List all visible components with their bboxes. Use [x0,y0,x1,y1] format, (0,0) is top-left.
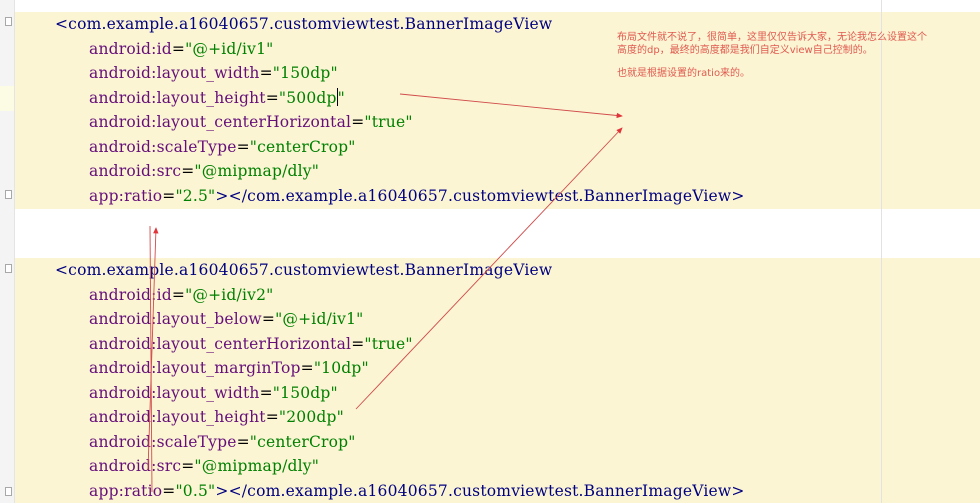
attribute-name: android:id [89,285,172,304]
equals-sign: = [162,481,176,500]
attribute-value: "10dp" [313,359,369,378]
text-caret [336,87,338,106]
equals-sign: = [259,383,273,402]
attribute-value: "centerCrop" [249,137,356,156]
attribute-value: "@+id/iv1" [275,310,364,329]
right-margin-guide [881,0,882,503]
attribute-name: android:layout_width [89,383,260,402]
attribute-name: android:layout_height [89,88,266,107]
equals-sign: = [236,432,250,451]
attribute-value: "true" [364,334,413,353]
attribute-name: android:layout_centerHorizontal [89,334,352,353]
equals-sign: = [181,162,195,181]
equals-sign: = [351,334,365,353]
attribute-value: "0.5" [175,481,216,500]
equals-sign: = [181,457,195,476]
fold-toggle-icon[interactable] [5,17,12,26]
equals-sign: = [351,113,365,132]
xml-attribute-line[interactable]: android:layout_height="200dp" [89,405,344,430]
xml-open-tag[interactable]: <com.example.a16040657.customviewtest.Ba… [55,261,553,279]
fold-toggle-icon[interactable] [5,190,12,199]
attribute-name: android:layout_height [89,408,266,427]
attribute-value: "centerCrop" [249,432,356,451]
gutter-separator [14,0,15,503]
annotation-text-1: 布局文件就不说了，很简单，这里仅仅告诉大家，无论我怎么设置这个 [617,32,927,43]
xml-attribute-line[interactable]: app:ratio="2.5"></com.example.a16040657.… [89,184,745,209]
editor-gutter [0,0,14,503]
xml-attribute-line[interactable]: android:layout_width="150dp" [89,61,338,86]
attribute-name: android:src [89,162,182,181]
attribute-name: android:layout_width [89,64,260,83]
current-line-marker [0,86,15,111]
attribute-name: android:src [89,457,182,476]
attribute-value: "2.5" [175,186,216,205]
attribute-value: "150dp" [272,383,338,402]
xml-open-tag[interactable]: <com.example.a16040657.customviewtest.Ba… [55,15,553,33]
attribute-value: "150dp" [272,64,338,83]
equals-sign: = [259,64,273,83]
attribute-value: "true" [364,113,413,132]
xml-attribute-line[interactable]: android:src="@mipmap/dly" [89,159,319,184]
xml-attribute-line[interactable]: android:layout_height="500dp" [89,86,345,111]
attribute-name: android:layout_marginTop [89,359,301,378]
xml-close-tag: ></com.example.a16040657.customviewtest.… [215,481,745,500]
xml-attribute-line[interactable]: android:layout_below="@+id/iv1" [89,307,364,332]
xml-attribute-line[interactable]: android:scaleType="centerCrop" [89,430,356,455]
attribute-name: android:layout_below [89,310,262,329]
equals-sign: = [171,285,186,304]
attribute-name: app:ratio [89,186,163,205]
attribute-name: android:id [89,39,172,58]
xml-attribute-line[interactable]: android:id="@+id/iv1" [89,37,274,62]
xml-attribute-line[interactable]: android:id="@+id/iv2" [89,283,274,308]
attribute-name: android:scaleType [89,137,237,156]
attribute-name: android:layout_centerHorizontal [89,113,352,132]
attribute-value: "@mipmap/dly" [194,162,320,181]
equals-sign: = [300,359,314,378]
equals-sign: = [265,88,279,107]
xml-attribute-line[interactable]: android:layout_width="150dp" [89,381,338,406]
xml-attribute-line[interactable]: app:ratio="0.5"></com.example.a16040657.… [89,479,745,503]
closing-quote: " [337,88,345,107]
xml-attribute-line[interactable]: android:src="@mipmap/dly" [89,454,319,479]
attribute-name: app:ratio [89,481,163,500]
xml-attribute-line[interactable]: android:layout_centerHorizontal="true" [89,110,413,135]
fold-toggle-icon[interactable] [5,264,12,273]
attribute-value: "500dp [278,88,337,107]
attribute-value: "@+id/iv2" [185,285,274,304]
equals-sign: = [236,137,250,156]
attribute-value: "@mipmap/dly" [194,457,320,476]
attribute-name: android:scaleType [89,432,237,451]
xml-attribute-line[interactable]: android:layout_marginTop="10dp" [89,356,369,381]
equals-sign: = [261,310,276,329]
equals-sign: = [171,39,186,58]
xml-attribute-line[interactable]: android:scaleType="centerCrop" [89,135,356,160]
equals-sign: = [265,408,279,427]
annotation-text-2: 高度的dp，最终的高度都是我们自定义view自己控制的。 [617,45,873,56]
attribute-value: "@+id/iv1" [185,39,274,58]
xml-close-tag: ></com.example.a16040657.customviewtest.… [215,186,745,205]
equals-sign: = [162,186,176,205]
xml-attribute-line[interactable]: android:layout_centerHorizontal="true" [89,332,413,357]
annotation-text-3: 也就是根据设置的ratio来的。 [617,68,751,79]
attribute-value: "200dp" [278,408,344,427]
fold-toggle-icon[interactable] [5,487,12,496]
